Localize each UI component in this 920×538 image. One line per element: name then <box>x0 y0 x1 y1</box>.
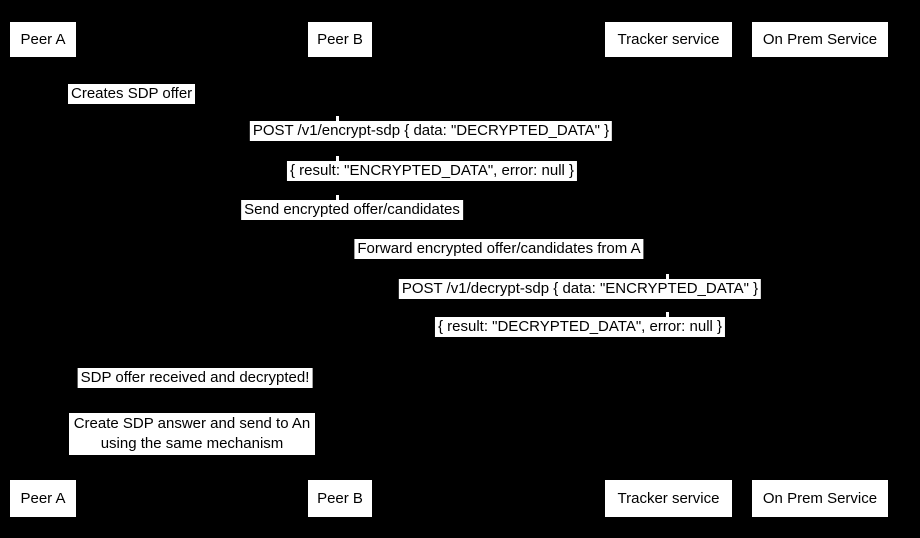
message-creates-sdp-offer: Creates SDP offer <box>68 84 196 104</box>
message-post-encrypt-sdp: POST /v1/encrypt-sdp { data: "DECRYPTED_… <box>249 121 613 141</box>
message-post-decrypt-sdp: POST /v1/decrypt-sdp { data: "ENCRYPTED_… <box>398 279 762 299</box>
actor-peer-a-bottom: Peer A <box>10 480 76 517</box>
message-forward-encrypted-offer: Forward encrypted offer/candidates from … <box>354 239 644 259</box>
actor-tracker-service-top: Tracker service <box>605 22 732 57</box>
actor-on-prem-service-top: On Prem Service <box>752 22 888 57</box>
message-create-sdp-answer-line1: Create SDP answer and send to An <box>73 415 311 432</box>
message-send-encrypted-offer: Send encrypted offer/candidates <box>241 200 463 220</box>
message-create-sdp-answer-line2: using the same mechanism <box>100 435 284 452</box>
lifeline-dash <box>666 312 669 317</box>
message-decrypt-result: { result: "DECRYPTED_DATA", error: null … <box>434 317 726 337</box>
lifeline-dash <box>666 274 669 279</box>
lifeline-dash <box>336 156 339 161</box>
message-encrypt-result: { result: "ENCRYPTED_DATA", error: null … <box>286 161 578 181</box>
lifeline-dash <box>336 116 339 121</box>
actor-on-prem-service-bottom: On Prem Service <box>752 480 888 517</box>
actor-peer-a-top: Peer A <box>10 22 76 57</box>
actor-peer-b-bottom: Peer B <box>308 480 372 517</box>
lifeline-dash <box>336 195 339 200</box>
actor-tracker-service-bottom: Tracker service <box>605 480 732 517</box>
actor-peer-b-top: Peer B <box>308 22 372 57</box>
message-create-sdp-answer: Create SDP answer and send to An using t… <box>69 413 315 455</box>
message-sdp-offer-received: SDP offer received and decrypted! <box>77 368 313 388</box>
